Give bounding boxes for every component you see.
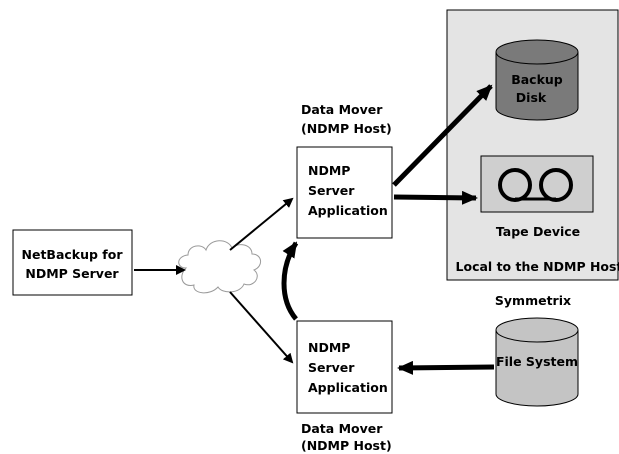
file-system-label: File System <box>496 354 578 369</box>
upper-ndmp-server-box: NDMP Server Application <box>296 146 393 239</box>
lower-ndmp-server-box: NDMP Server Application <box>296 320 393 414</box>
cloud-to-upper-server-arrow <box>229 197 294 251</box>
backup-disk-label-1: Backup <box>511 72 563 87</box>
lower-ndmp-label-1: NDMP <box>308 340 350 355</box>
upper-server-to-tape-device-arrow <box>393 190 478 205</box>
netbackup-label-2: NDMP Server <box>25 266 119 281</box>
file-system-cylinder: File System <box>495 317 579 407</box>
backup-disk: Backup Disk <box>495 39 579 121</box>
local-region-label: Local to the NDMP Host <box>456 259 619 274</box>
tape-device: Tape Device <box>480 155 594 239</box>
network-cloud-icon <box>178 240 261 294</box>
netbackup-server-box: NetBackup for NDMP Server <box>12 229 133 296</box>
tape-device-label: Tape Device <box>496 224 580 239</box>
lower-server-to-upper-server-arrow <box>281 241 299 321</box>
backup-disk-label-2: Disk <box>516 90 547 105</box>
cloud-to-lower-server-arrow <box>229 291 294 364</box>
file-system-to-lower-server-arrow <box>397 360 495 375</box>
lower-data-mover-label-2: (NDMP Host) <box>301 438 392 453</box>
upper-server-to-backup-disk-arrow <box>392 84 493 187</box>
upper-ndmp-label-1: NDMP <box>308 163 350 178</box>
lower-ndmp-label-3: Application <box>308 380 388 395</box>
upper-data-mover-label-1: Data Mover <box>301 102 383 117</box>
lower-data-mover-label-1: Data Mover <box>301 421 383 436</box>
upper-ndmp-label-2: Server <box>308 183 355 198</box>
netbackup-label-1: NetBackup for <box>22 247 124 262</box>
upper-data-mover-label-2: (NDMP Host) <box>301 121 392 136</box>
upper-ndmp-label-3: Application <box>308 203 388 218</box>
lower-ndmp-label-2: Server <box>308 360 355 375</box>
symmetrix-label: Symmetrix <box>495 293 571 308</box>
